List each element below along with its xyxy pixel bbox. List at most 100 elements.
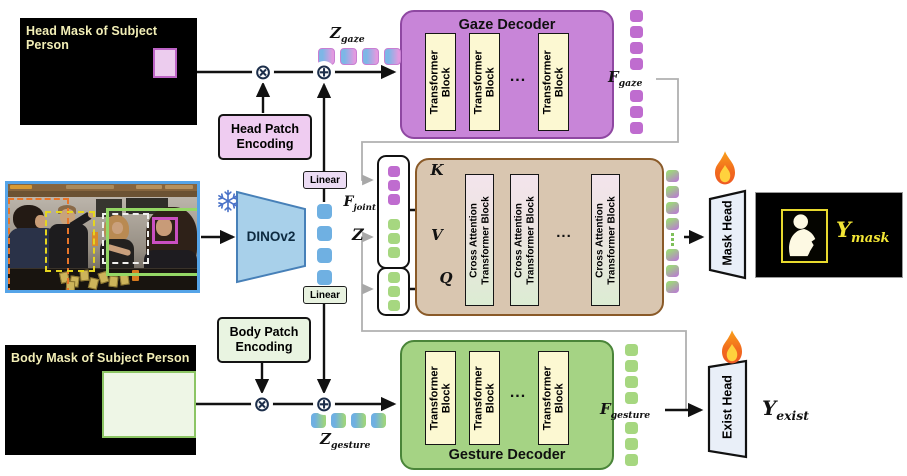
fire-icon-exist-head [722,330,742,364]
feature-token [387,233,400,244]
z-gaze-label: Zgaze [330,24,365,45]
linear-gaze-box: Linear [303,171,347,189]
joint-gaze-tokens [387,166,400,205]
feature-token [362,48,379,65]
gaze-transformer-block-2: Transformer Block [469,33,500,131]
bbox-pink-solid [152,217,178,244]
z-label: Z [352,225,364,244]
feature-token [317,204,332,219]
fused-tokens-top [666,170,679,230]
person-4-face [156,218,172,236]
gaze-decoder-title: Gaze Decoder [458,17,556,33]
cross-attention-block-1: Cross Attention Transformer Block [465,174,494,306]
fused-tokens-bottom [666,249,679,293]
frame-ui-chip [66,185,114,189]
feature-token [311,413,326,428]
cross-attention-fusion-box: Cross Attention Transformer Block Cross … [415,158,664,316]
gesture-transformer-block-3: Transformer Block [538,351,569,445]
head-mask-panel: Head Mask of Subject Person [20,18,197,125]
feature-token [630,10,643,22]
body-mask-region [102,371,196,438]
feature-token [625,344,638,356]
feature-token [387,194,400,205]
frame-ui-subbar [8,191,197,197]
z-gesture-label: Zgesture [320,430,371,451]
feature-token [317,248,332,263]
gesture-transformer-block-2: Transformer Block [469,351,500,445]
query-token-frame [377,267,410,316]
f-gaze-tokens-top [630,10,643,70]
gesture-transformer-block-1: Transformer Block [425,351,456,445]
feature-token [666,202,679,214]
v-label: V [431,226,443,244]
fire-icon-mask-head [715,151,735,185]
feature-token [331,413,346,428]
feature-token [384,48,401,65]
linear-gesture-box: Linear [303,286,347,304]
q-label: Q [439,269,453,287]
person-2-hand [88,211,95,218]
linear-gaze-label: Linear [309,174,340,186]
bbox-white-dashed [102,213,149,264]
card [108,275,119,288]
feature-token [666,249,679,261]
body-patch-encoding-label: Body Patch Encoding [229,325,299,354]
body-mask-title: Body Mask of Subject Person [11,351,190,365]
head-mask-region [153,48,177,78]
input-video-frame [5,181,200,293]
feature-token [630,42,643,54]
gesture-decoder-box: Gesture Decoder Transformer Block Transf… [400,340,614,470]
feature-token [630,90,643,102]
frame-ui-chip [10,185,32,189]
add-operator-gaze: ⊕ [313,61,335,83]
head-patch-encoding-box: Head Patch Encoding [218,114,312,160]
mask-output-panel: Ymask [755,192,903,278]
add-operator-gesture: ⊕ [313,393,335,415]
y-mask-label: Ymask [836,217,890,247]
feature-token [387,219,400,230]
bbox-orange-dashed [8,198,69,290]
feature-token [387,272,400,283]
dinov2-label: DINOv2 [246,229,296,244]
exist-head-label: Exist Head [720,375,735,439]
feature-token [387,247,400,258]
z-token-column [317,204,332,285]
feature-token [317,270,332,285]
feature-token [666,265,679,277]
cross-attention-block-3: Cross Attention Transformer Block [591,174,620,306]
feature-token [317,226,332,241]
feature-token [666,218,679,230]
frozen-icon-dinov2 [218,191,239,212]
f-gesture-tokens-top [625,344,638,404]
feature-token [625,422,638,434]
joint-token-frame [377,155,410,269]
feature-token [371,413,386,428]
person-1-face [35,215,46,228]
z-gaze-token-row [318,48,401,65]
f-joint-label: Fjoint [343,194,376,213]
feature-token [351,413,366,428]
gaze-decoder-ellipsis: ... [509,68,527,85]
feature-token [625,454,638,466]
z-gesture-token-row [311,413,386,428]
f-gesture-tokens-bottom [625,422,638,466]
k-label: K [430,161,444,179]
frame-ui-chip [136,185,162,189]
feature-token [387,286,400,297]
feature-token [630,106,643,118]
mask-head-label: Mask Head [720,200,735,266]
f-gaze-tokens-bottom [630,90,643,134]
cross-attention-block-2: Cross Attention Transformer Block [510,174,539,306]
gesture-decoder-ellipsis: ... [509,384,527,401]
body-patch-encoding-box: Body Patch Encoding [217,317,311,363]
bbox-yellow-dashed [45,211,95,272]
person-3-face [112,222,123,234]
mask-output-bbox [781,209,828,263]
gaze-transformer-block-1: Transformer Block [425,33,456,131]
feature-token [387,300,400,311]
multiply-operator-gesture: ⊗ [251,393,273,415]
person-silhouette [789,214,816,257]
joint-gesture-tokens [387,219,400,258]
feature-token [630,26,643,38]
feature-token [666,281,679,293]
